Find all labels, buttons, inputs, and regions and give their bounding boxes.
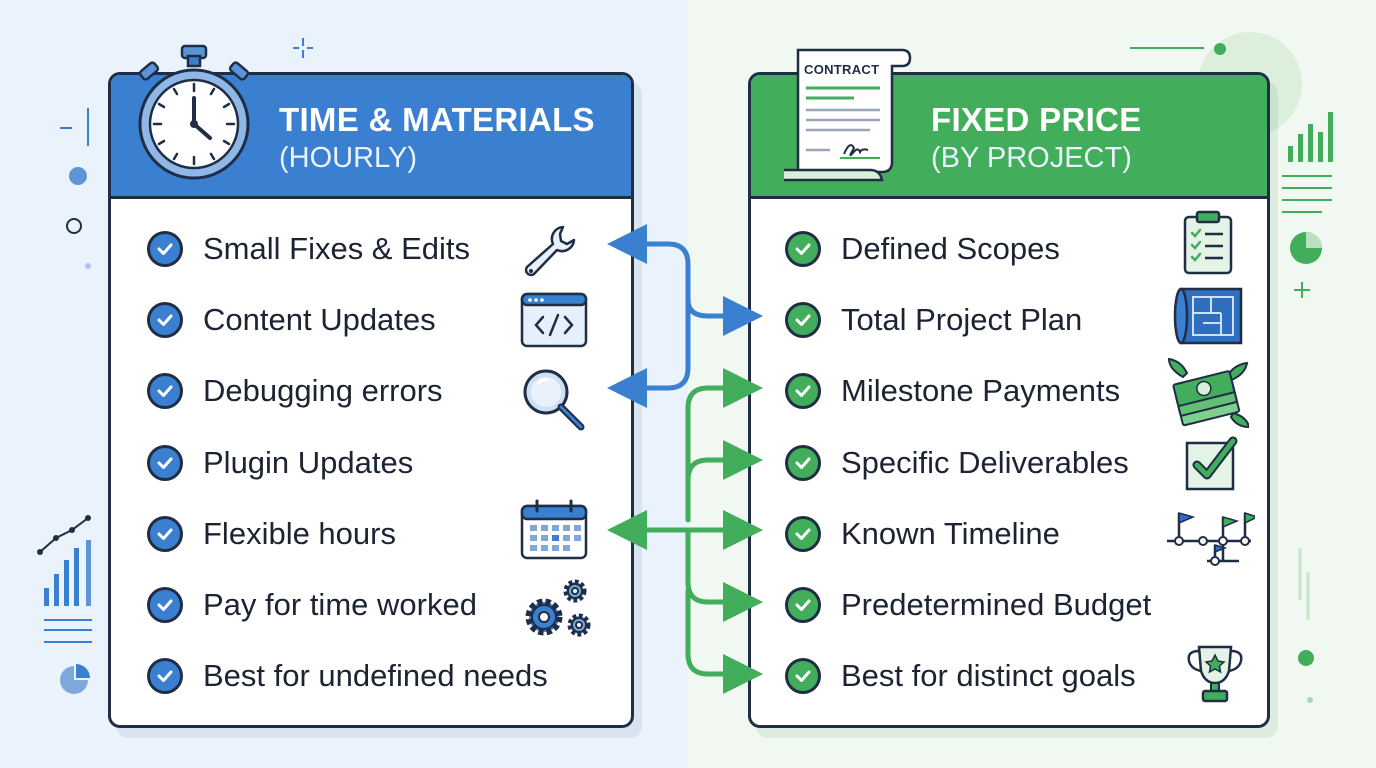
- item-label: Debugging errors: [203, 373, 443, 408]
- green-arrow-to-distinct-goals: [685, 587, 763, 694]
- blue-arrow-to-debugging: [607, 297, 691, 408]
- list-item: Pay for time worked: [147, 583, 477, 627]
- item-label: Total Project Plan: [841, 302, 1083, 337]
- time-materials-subtitle: (HOURLY): [279, 142, 418, 174]
- magnifier-icon: [523, 369, 585, 431]
- fixed-price-card: FIXED PRICE (BY PROJECT) Defined Scopes …: [748, 72, 1270, 728]
- list-item: Flexible hours: [147, 512, 396, 556]
- fixed-price-subtitle: (BY PROJECT): [931, 142, 1132, 174]
- money-stack-icon: [1167, 357, 1249, 429]
- check-icon: [785, 302, 821, 338]
- time-materials-card: TIME & MATERIALS (HOURLY) Small Fixes & …: [108, 72, 634, 728]
- item-label: Best for undefined needs: [203, 658, 548, 693]
- check-icon: [147, 302, 183, 338]
- check-icon: [785, 658, 821, 694]
- trophy-icon: [1187, 645, 1243, 703]
- item-label: Defined Scopes: [841, 231, 1060, 266]
- check-icon: [785, 231, 821, 267]
- stopwatch-icon: [138, 44, 250, 180]
- item-label: Milestone Payments: [841, 373, 1121, 408]
- list-item: Predetermined Budget: [785, 583, 1151, 627]
- check-icon: [147, 373, 183, 409]
- list-item: Small Fixes & Edits: [147, 227, 470, 271]
- time-materials-title: TIME & MATERIALS: [279, 101, 595, 138]
- blue-arrow-to-total-project-plan: [685, 296, 763, 336]
- gears-icon: [525, 579, 591, 637]
- list-item: Defined Scopes: [785, 227, 1060, 271]
- check-icon: [147, 445, 183, 481]
- check-icon: [147, 516, 183, 552]
- item-label: Small Fixes & Edits: [203, 231, 471, 266]
- item-label: Flexible hours: [203, 516, 396, 551]
- item-label: Predetermined Budget: [841, 587, 1152, 622]
- item-label: Specific Deliverables: [841, 445, 1129, 480]
- right-mini-chart: [1288, 112, 1333, 162]
- check-icon: [147, 658, 183, 694]
- list-item: Content Updates: [147, 298, 436, 342]
- item-label: Plugin Updates: [203, 445, 414, 480]
- contract-label: CONTRACT: [804, 62, 880, 77]
- item-label: Best for distinct goals: [841, 658, 1136, 693]
- list-item: Plugin Updates: [147, 441, 413, 485]
- blue-arrow-to-small-fixes: [607, 224, 691, 303]
- clipboard-checklist-icon: [1183, 210, 1233, 275]
- item-label: Known Timeline: [841, 516, 1060, 551]
- list-item: Specific Deliverables: [785, 441, 1129, 485]
- list-item: Best for undefined needs: [147, 654, 548, 698]
- item-label: Content Updates: [203, 302, 436, 337]
- list-item: Debugging errors: [147, 369, 443, 413]
- wrench-icon: [524, 225, 576, 277]
- check-icon: [147, 587, 183, 623]
- contract-document-icon: CONTRACT: [784, 46, 912, 184]
- blueprint-icon: [1173, 287, 1243, 345]
- check-icon: [147, 231, 183, 267]
- check-icon: [785, 516, 821, 552]
- list-item: Best for distinct goals: [785, 654, 1136, 698]
- check-icon: [785, 587, 821, 623]
- list-item: Milestone Payments: [785, 369, 1120, 413]
- check-icon: [785, 445, 821, 481]
- checkbox-icon: [1185, 436, 1238, 491]
- item-label: Pay for time worked: [203, 587, 477, 622]
- left-mini-chart: [44, 540, 91, 606]
- green-arrow-to-specific-deliverables: [685, 440, 763, 483]
- code-window-icon: [520, 292, 588, 348]
- list-item: Total Project Plan: [785, 298, 1082, 342]
- list-item: Known Timeline: [785, 512, 1060, 556]
- check-icon: [785, 373, 821, 409]
- flag-timeline-icon: [1167, 511, 1255, 566]
- green-arrow-to-predetermined-budget: [685, 527, 763, 622]
- calendar-icon: [520, 499, 588, 560]
- green-trunk: [685, 368, 763, 523]
- fixed-price-title: FIXED PRICE: [931, 101, 1142, 138]
